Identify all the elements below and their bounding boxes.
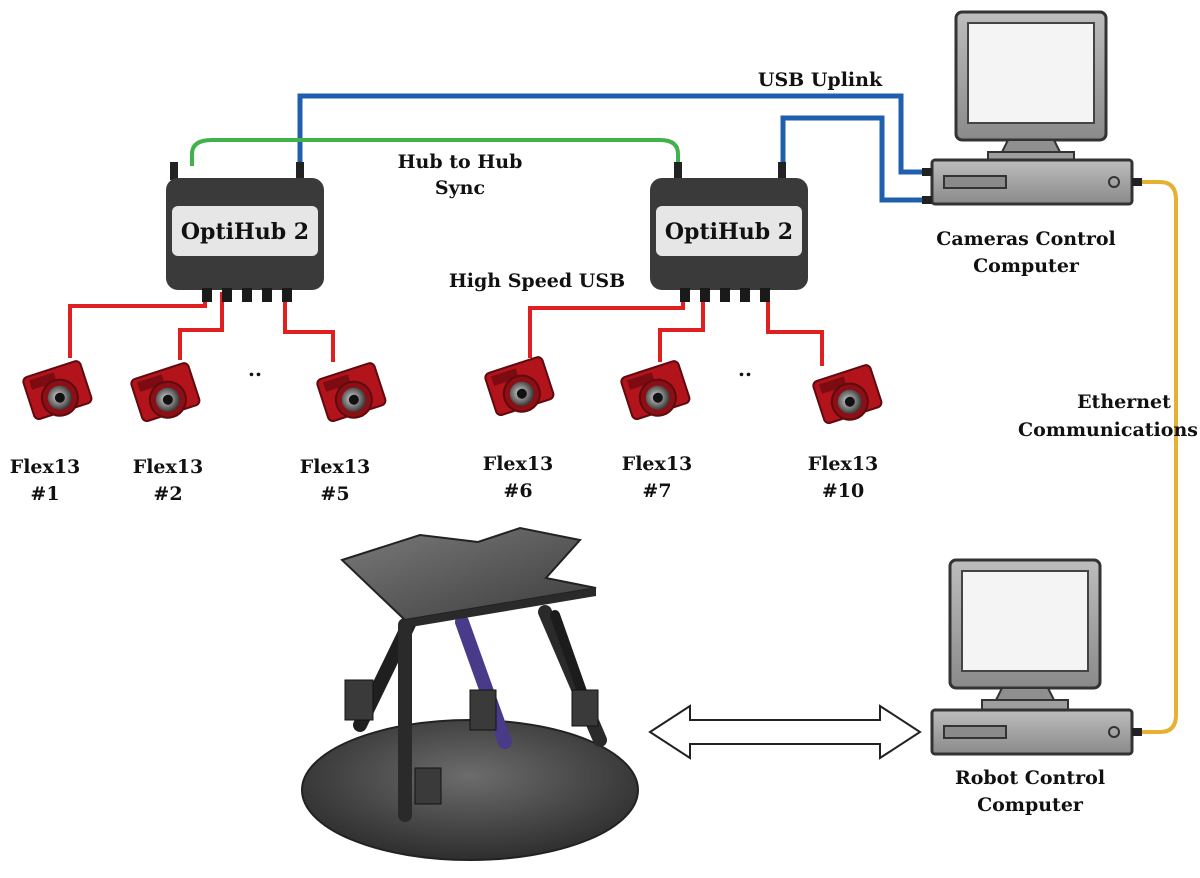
- ethernet-cable: [1140, 180, 1178, 734]
- camera-5-number: #5: [320, 483, 349, 505]
- optihub-left: OptiHub 2: [166, 162, 324, 302]
- usb-uplink-cable-hub1: [297, 93, 930, 175]
- camera-6-icon: [483, 354, 557, 422]
- optihub-right: OptiHub 2: [650, 162, 808, 302]
- stewart-platform-icon: [301, 526, 639, 861]
- usb-cable-camera-7: [658, 292, 705, 362]
- camera-6-name: Flex13: [483, 453, 554, 475]
- robot-control-computer-icon: [930, 558, 1142, 756]
- usb-cable-camera-1: [68, 292, 207, 358]
- camera-7-icon: [619, 358, 693, 426]
- double-arrow-icon: [648, 704, 922, 760]
- camera-2-number: #2: [153, 483, 182, 505]
- usb-cable-camera-10: [766, 292, 824, 366]
- hub-sync-label-line1: Hub to Hub: [398, 151, 523, 173]
- camera-6-number: #6: [503, 480, 532, 502]
- hub-sync-cable: [190, 138, 680, 166]
- camera-1-icon: [21, 358, 95, 426]
- robot-computer-label-line2: Computer: [977, 794, 1084, 816]
- high-speed-usb-label: High Speed USB: [449, 270, 625, 292]
- camera-10-name: Flex13: [808, 453, 879, 475]
- hub-label-right: OptiHub 2: [665, 219, 793, 245]
- usb-uplink-label: USB Uplink: [758, 69, 883, 91]
- camera-7-number: #7: [642, 480, 671, 502]
- ethernet-label-line1: Ethernet: [1077, 391, 1171, 413]
- cables: [68, 93, 1178, 734]
- camera-5-icon: [315, 360, 389, 428]
- robot-computer-label-line1: Robot Control: [955, 767, 1105, 789]
- ellipsis-right: ..: [738, 357, 752, 381]
- camera-1-number: #1: [30, 483, 59, 505]
- camera-2-icon: [129, 360, 203, 428]
- cameras-computer-label-line1: Cameras Control: [936, 228, 1116, 250]
- camera-5-name: Flex13: [300, 456, 371, 478]
- camera-7-name: Flex13: [622, 453, 693, 475]
- camera-10-number: #10: [822, 480, 864, 502]
- hub-sync-label-line2: Sync: [435, 177, 485, 199]
- cameras-control-computer-icon: [922, 10, 1142, 206]
- ethernet-label-line2: Communications: [1018, 419, 1198, 441]
- usb-cable-camera-2: [178, 292, 224, 360]
- camera-1-name: Flex13: [10, 456, 81, 478]
- usb-cable-camera-5: [283, 292, 335, 362]
- cameras-computer-label-line2: Computer: [973, 255, 1080, 277]
- camera-2-name: Flex13: [133, 456, 204, 478]
- camera-10-icon: [811, 362, 885, 430]
- hub-label-left: OptiHub 2: [181, 219, 309, 245]
- usb-uplink-cable-hub2: [780, 115, 930, 203]
- ellipsis-left: ..: [248, 357, 262, 381]
